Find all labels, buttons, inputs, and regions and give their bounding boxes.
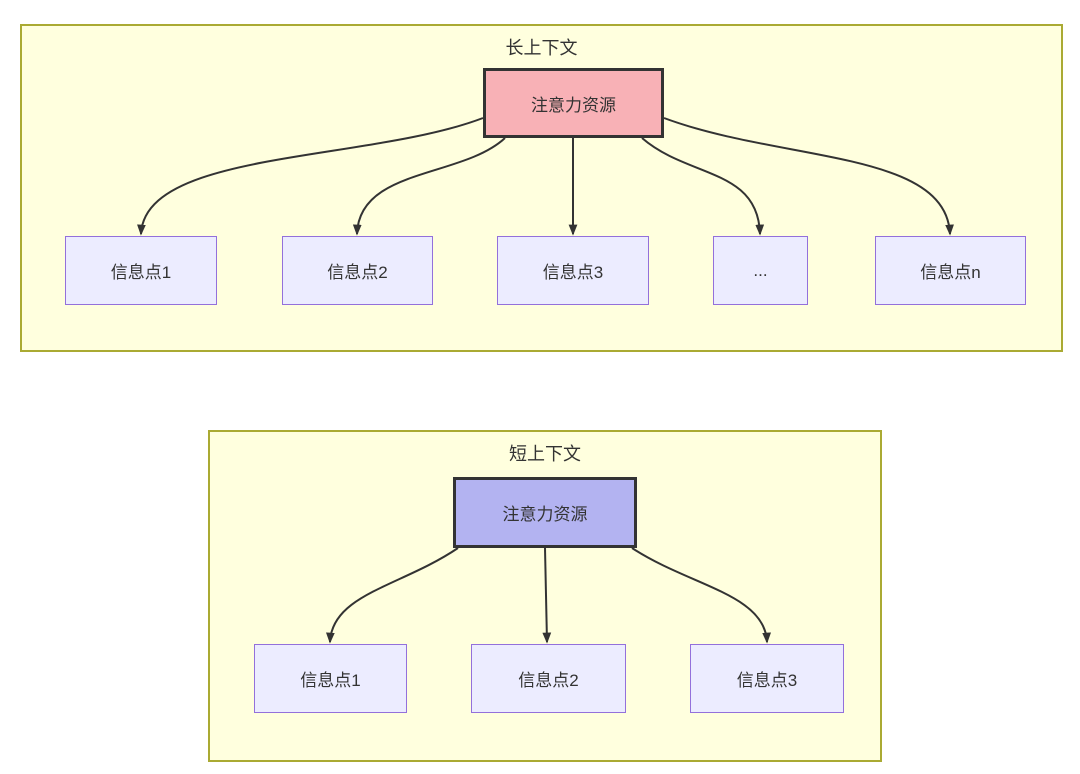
node-long-attention-resource: 注意力资源 [483, 68, 664, 138]
node-short-info-2: 信息点2 [471, 644, 626, 713]
cluster-long-context-title: 长上下文 [505, 38, 578, 58]
node-short-info-1: 信息点1 [254, 644, 407, 713]
node-long-info-n: 信息点n [875, 236, 1026, 305]
node-short-info-3: 信息点3 [690, 644, 844, 713]
node-short-attention-resource: 注意力资源 [453, 477, 637, 548]
node-long-info-ellipsis: ... [713, 236, 808, 305]
node-long-info-1: 信息点1 [65, 236, 217, 305]
node-long-info-3: 信息点3 [497, 236, 649, 305]
cluster-short-context-title: 短上下文 [509, 444, 581, 464]
node-long-info-2: 信息点2 [282, 236, 433, 305]
